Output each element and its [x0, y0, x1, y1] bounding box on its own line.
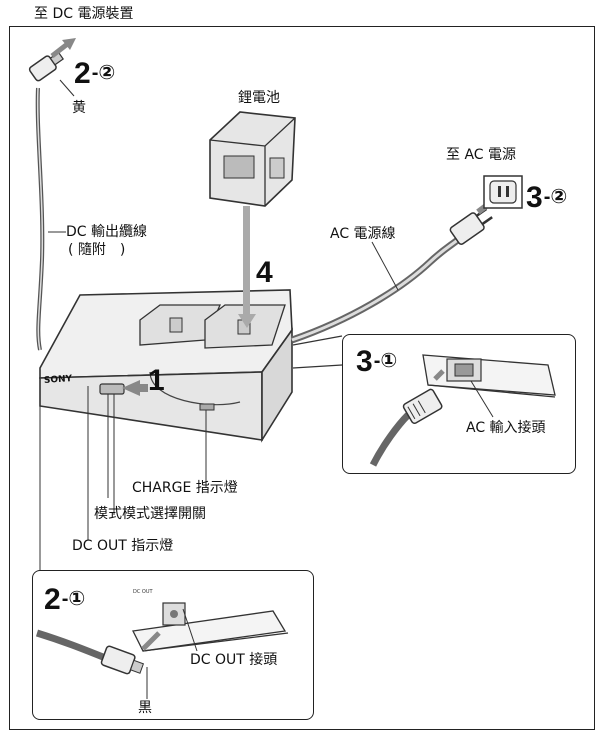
- label-dc-cable: DC 輸出纜線: [66, 224, 148, 240]
- step-3-2: 3-②: [526, 181, 568, 214]
- brand-logo: SONY: [43, 374, 73, 386]
- battery-pack: [209, 111, 296, 207]
- ac-plug: [449, 207, 493, 245]
- label-black: 黒: [138, 700, 152, 716]
- step-1: 1: [148, 364, 165, 397]
- label-battery: 鋰電池: [238, 90, 280, 106]
- dc-plug-top: [28, 51, 65, 82]
- label-to-dc-device: 至 DC 電源裝置: [34, 6, 134, 22]
- label-dc-cable-note: ( 隨附 ): [68, 242, 126, 258]
- label-dc-out-lamp: DC OUT 指示燈: [72, 538, 174, 554]
- label-ac-input: AC 輸入接頭: [466, 420, 546, 436]
- ac-input-inset: [342, 334, 576, 474]
- charger-body: [39, 289, 293, 443]
- dc-out-inset: DC OUT: [32, 570, 314, 720]
- label-to-ac: 至 AC 電源: [446, 147, 517, 163]
- step-2-1: 2-①: [44, 583, 86, 616]
- label-charge-lamp: CHARGE 指示燈: [132, 480, 238, 496]
- wall-outlet: [483, 175, 523, 209]
- step-4: 4: [256, 256, 273, 289]
- diagram-frame: [9, 26, 595, 730]
- label-yellow: 黄: [72, 100, 86, 116]
- label-ac-cord: AC 電源線: [330, 226, 396, 242]
- ac-power-cord: [290, 235, 463, 344]
- svg-text:DC OUT: DC OUT: [133, 589, 154, 595]
- step-2-2: 2-②: [74, 57, 116, 90]
- label-mode-switch: 模式模式選擇開關: [94, 506, 206, 522]
- step-3-1: 3-①: [356, 345, 398, 378]
- label-dc-out-jack: DC OUT 接頭: [190, 652, 278, 668]
